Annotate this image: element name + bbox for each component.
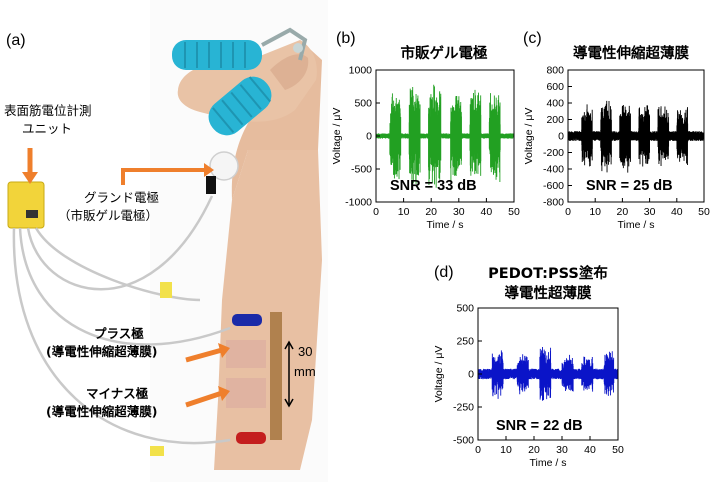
- plus-film: [226, 340, 266, 368]
- conductive-strip: [270, 312, 282, 440]
- y-tick-label-c: -600: [543, 180, 564, 192]
- x-tick-label-b: 50: [508, 206, 520, 218]
- x-tick-label-d: 10: [500, 444, 512, 456]
- red-clip: [236, 432, 266, 444]
- y-tick-label-b: -1000: [345, 197, 372, 209]
- x-tick-label-b: 40: [481, 206, 493, 218]
- signal-trace-d: [477, 347, 619, 401]
- y-tick-label-b: 0: [366, 131, 372, 143]
- panel-a-label: (a): [6, 32, 26, 49]
- x-tick-label-c: 10: [589, 206, 601, 218]
- y-tick-label-d: 250: [456, 336, 474, 348]
- emg-unit: [7, 181, 45, 229]
- signal-trace-c: [567, 100, 705, 173]
- x-tick-label-c: 0: [565, 206, 571, 218]
- y-tick-label-b: 500: [354, 98, 372, 110]
- blue-clip: [232, 314, 262, 326]
- x-axis-label-b: Time / s: [427, 219, 464, 231]
- signal-trace-b: [375, 84, 515, 188]
- y-tick-label-c: 800: [546, 65, 564, 77]
- x-tick-label-b: 30: [453, 206, 465, 218]
- ground-arrow: [121, 168, 206, 185]
- scale-unit: mm: [294, 364, 316, 379]
- x-tick-label-c: 50: [698, 206, 710, 218]
- y-tick-label-c: 200: [546, 114, 564, 126]
- panel-d-title-line1: PEDOT:PSS塗布: [488, 266, 608, 282]
- y-tick-label-b: -500: [351, 164, 372, 176]
- x-tick-label-d: 50: [612, 444, 624, 456]
- y-tick-label-d: 0: [468, 369, 474, 381]
- y-tick-label-c: -400: [543, 164, 564, 176]
- x-tick-label-d: 20: [528, 444, 540, 456]
- x-tick-label-b: 20: [425, 206, 437, 218]
- x-tick-label-c: 20: [617, 206, 629, 218]
- unit-label-line1: 表面筋電位計測: [4, 103, 92, 118]
- x-tick-label-c: 40: [671, 206, 683, 218]
- panel-c-snr: SNR = 25 dB: [586, 178, 673, 194]
- panel-d-label: (d): [434, 264, 454, 281]
- x-tick-label-d: 30: [556, 444, 568, 456]
- plus-arrow: [185, 347, 223, 363]
- x-tick-label-b: 10: [398, 206, 410, 218]
- y-tick-label-c: -800: [543, 197, 564, 209]
- ground-label-line1: グランド電極: [84, 190, 160, 205]
- y-tick-label-c: -200: [543, 147, 564, 159]
- minus-film: [226, 378, 266, 408]
- x-tick-label-d: 40: [584, 444, 596, 456]
- panel-c-label: (c): [523, 30, 542, 47]
- minus-label-line1: マイナス極: [86, 386, 149, 401]
- y-tick-label-d: -250: [453, 402, 474, 414]
- minus-label-line2: (導電性伸縮超薄膜): [46, 404, 158, 419]
- minus-arrow: [185, 390, 223, 408]
- y-tick-label-c: 600: [546, 81, 564, 93]
- panel-b-title: 市販ゲル電極: [400, 46, 488, 62]
- ground-label-line2: （市販ゲル電極）: [58, 208, 159, 223]
- x-tick-label-b: 0: [373, 206, 379, 218]
- scale-value: 30: [298, 344, 313, 359]
- y-axis-label-d: Voltage / μV: [433, 346, 445, 403]
- y-axis-label-b: Voltage / μV: [331, 108, 343, 165]
- x-tick-label-c: 30: [644, 206, 656, 218]
- grip-handle-top: [172, 40, 262, 70]
- unit-label-line2: ユニット: [22, 121, 73, 136]
- panel-d-snr: SNR = 22 dB: [496, 418, 583, 434]
- x-axis-label-d: Time / s: [530, 457, 567, 469]
- plus-label-line2: (導電性伸縮超薄膜): [46, 344, 158, 359]
- plus-label-line1: プラス極: [94, 326, 144, 341]
- y-tick-label-d: 500: [456, 303, 474, 315]
- x-axis-label-c: Time / s: [618, 219, 655, 231]
- x-tick-label-d: 0: [475, 444, 481, 456]
- chart-c: 0 10 20 30 40 50 -800 -600 -400 -200 0 200 400 600 800…: [523, 65, 710, 232]
- panel-d-title-line2: 導電性超薄膜: [504, 286, 592, 302]
- panel-b-snr: SNR = 33 dB: [390, 178, 477, 194]
- y-tick-label-d: -500: [453, 435, 474, 447]
- panel-b-label: (b): [336, 30, 356, 47]
- y-tick-label-b: 1000: [349, 65, 373, 77]
- y-tick-label-c: 0: [558, 131, 564, 143]
- arm-photo: [0, 0, 330, 482]
- y-axis-label-c: Voltage / μV: [523, 108, 535, 165]
- ground-electrode: [209, 151, 239, 181]
- y-tick-label-c: 400: [546, 98, 564, 110]
- panel-c-title: 導電性伸縮超薄膜: [573, 46, 689, 62]
